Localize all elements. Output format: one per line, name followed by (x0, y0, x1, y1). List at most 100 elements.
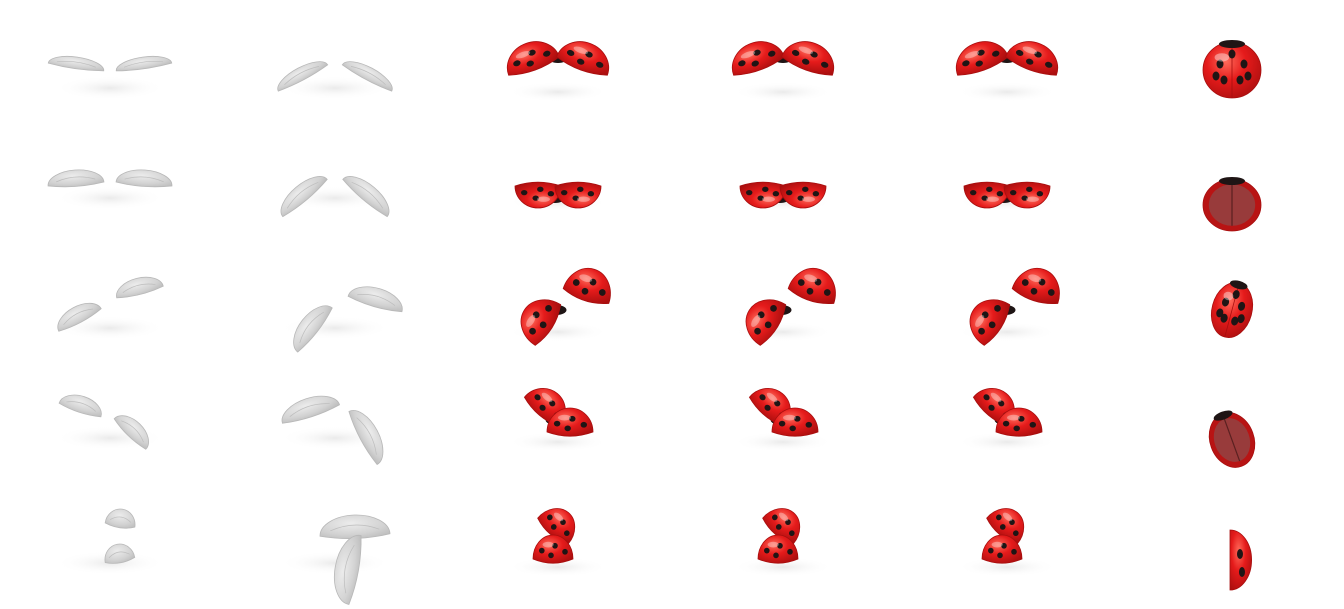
wing-spot (528, 49, 536, 56)
wing-highlight (740, 50, 756, 59)
wing-spot (532, 311, 540, 319)
wing-highlight (541, 392, 553, 403)
shell-highlight (1223, 291, 1234, 301)
wing-shadow (55, 316, 165, 340)
wing-ghost-texture (63, 308, 94, 326)
wing-spot (572, 279, 580, 286)
wing-shadow (957, 82, 1057, 102)
wing-spot (962, 60, 970, 67)
wing-spot (1012, 530, 1019, 537)
wing-spot (785, 519, 791, 526)
wing-spot (753, 49, 761, 56)
sprite-r3-c5 (957, 267, 1060, 346)
wing-spot (1029, 421, 1037, 428)
wing-spot (768, 50, 776, 57)
shell-spot (1231, 316, 1239, 326)
wing-spot (791, 49, 800, 56)
wing-right (554, 181, 602, 209)
wing-spot (988, 547, 994, 554)
sprite-r4-c4 (733, 388, 833, 452)
wing-spot (981, 195, 988, 201)
wing-ghost-shell (348, 410, 384, 465)
wing-highlight (802, 196, 815, 202)
wing-left (57, 302, 102, 332)
wing-right (995, 407, 1043, 437)
sprite-r2-c1 (47, 169, 173, 210)
wing-spot (751, 60, 759, 67)
sprite-r1-c6 (1202, 40, 1262, 99)
wing-shell (787, 267, 836, 305)
wing-spot (787, 548, 793, 555)
wing-spot (580, 421, 588, 428)
wing-right (115, 169, 173, 188)
wing-ghost-texture (350, 66, 386, 86)
wing-spot (539, 547, 545, 554)
shell-body (1202, 177, 1262, 232)
wing-ghost-shell (104, 508, 136, 529)
wing-right (981, 534, 1023, 564)
wing-spot (1044, 61, 1053, 68)
wing-spot (552, 542, 558, 549)
sprite-r2-c2 (280, 176, 390, 218)
wing-left (47, 169, 105, 188)
sprite-r5-c2 (280, 514, 391, 605)
wing-right (757, 534, 799, 564)
sprite-r5-c3 (508, 508, 608, 577)
wing-shell (506, 41, 560, 76)
wing-right (341, 61, 393, 92)
wing-spot (764, 321, 772, 329)
wing-spot (996, 191, 1004, 197)
wing-highlight (798, 46, 814, 54)
wing-spot (1002, 420, 1010, 427)
shell-head (1229, 280, 1248, 290)
wing-spot (814, 278, 822, 286)
sprite-r4-c2 (280, 395, 390, 465)
wing-spot (595, 61, 604, 68)
wing-ghost-shell (293, 305, 333, 353)
wing-spot (738, 60, 746, 67)
wing-right (334, 534, 362, 605)
wing-shadow (280, 551, 390, 575)
shell-spot (1237, 314, 1245, 324)
wing-spot (577, 186, 584, 192)
wing-spot (560, 189, 568, 196)
sprite-r3-c2 (280, 286, 403, 353)
shell-spot (1228, 49, 1236, 59)
shell-half (1229, 529, 1252, 591)
wing-right (113, 415, 149, 450)
wing-highlight (577, 196, 590, 202)
wing-highlight (537, 196, 550, 202)
wing-highlight (767, 541, 779, 548)
wing-shell (556, 41, 610, 76)
shell-head (1213, 410, 1233, 421)
wing-ghost-shell (347, 286, 403, 313)
wing-highlight (964, 50, 980, 59)
wing-shell (1011, 267, 1060, 305)
wing-highlight (526, 315, 536, 327)
wing-ghost-texture (66, 401, 96, 412)
wing-highlight (542, 541, 554, 548)
wing-spot (759, 394, 766, 401)
wing-right (779, 181, 827, 209)
wing-spot (992, 50, 1000, 57)
wing-shadow (508, 557, 608, 577)
wing-left (537, 508, 576, 545)
sprite-r4-c3 (508, 388, 608, 452)
wing-spot (969, 189, 977, 196)
wing-spot (802, 58, 810, 65)
wing-spot (532, 195, 539, 201)
wing-ghost-shell (116, 276, 164, 299)
wing-left (104, 508, 136, 529)
wing-spot (1026, 58, 1034, 65)
shell-body (1210, 280, 1254, 338)
wing-shell (981, 534, 1023, 564)
wing-highlight (1007, 414, 1020, 421)
wing-right (104, 543, 136, 564)
wing-right (348, 410, 384, 465)
wing-ghost-shell (281, 395, 341, 424)
wing-shell (995, 407, 1043, 437)
wing-spot (598, 289, 606, 296)
wing-highlight (573, 46, 589, 54)
wing-spot (520, 189, 528, 196)
sprite-r1-c2 (277, 61, 393, 100)
